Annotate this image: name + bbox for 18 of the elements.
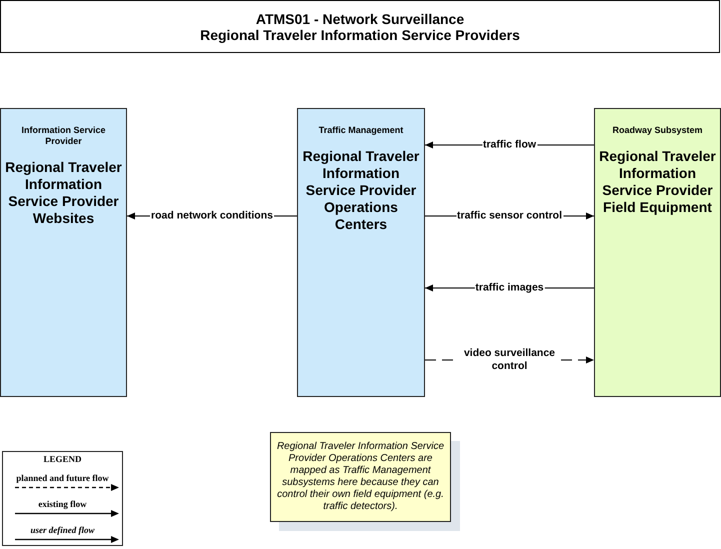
subsystem-box <box>0 108 127 397</box>
note-text: Regional Traveler Information Service Provider Operations Centers are mapped as Traffic Management subsystems here because they can control their own field equipment (e.g. traffic detectors). <box>276 441 446 513</box>
edge-label: traffic images <box>474 282 545 294</box>
legend-label: user defined flow <box>30 525 94 535</box>
subsystem-name: Regional Traveler Information Service Provider Websites <box>4 159 123 227</box>
legend-heading: LEGEND <box>43 454 82 464</box>
subsystem-type: Information Service Provider <box>20 125 107 147</box>
subsystem-name: Regional Traveler Information Service Provider Field Equipment <box>598 148 717 216</box>
diagram-subtitle: Regional Traveler Information Service Providers <box>200 26 520 42</box>
subsystem-type: Traffic Management <box>318 125 404 136</box>
subsystem-box <box>297 108 425 397</box>
legend-label: existing flow <box>38 499 87 509</box>
legend-label: planned and future flow <box>16 473 109 483</box>
subsystem-type: Roadway Subsystem <box>611 125 704 136</box>
diagram-title: ATMS01 - Network Surveillance <box>256 10 464 26</box>
subsystem-box <box>594 108 721 397</box>
subsystem-name: Regional Traveler Information Service Provider Operations Centers <box>302 148 420 233</box>
note-box <box>270 432 451 522</box>
